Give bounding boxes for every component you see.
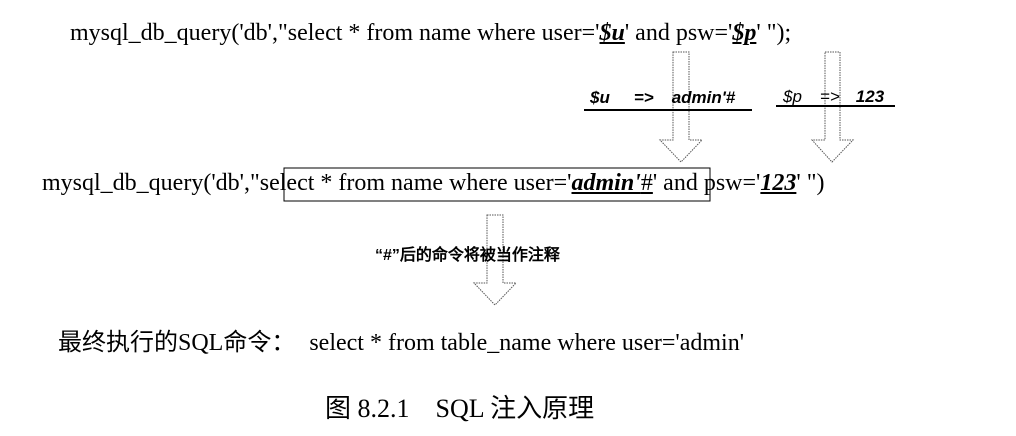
injected-query: mysql_db_query('db',"select * from name …	[42, 170, 825, 196]
query-box	[283, 167, 711, 202]
comment-note: “#”后的命令将被当作注释	[375, 247, 560, 264]
original-query: mysql_db_query('db',"select * from name …	[70, 20, 792, 46]
final-sql: 最终执行的SQL命令：select * from table_name wher…	[58, 330, 745, 356]
figure-caption: 图 8.2.1 SQL 注入原理	[325, 394, 595, 423]
substitution-p: $p=>123	[783, 87, 885, 106]
arrow-down-final	[472, 214, 518, 306]
substitution-u: $u=>admin'#	[590, 88, 736, 107]
arrow-down-u	[658, 51, 704, 163]
